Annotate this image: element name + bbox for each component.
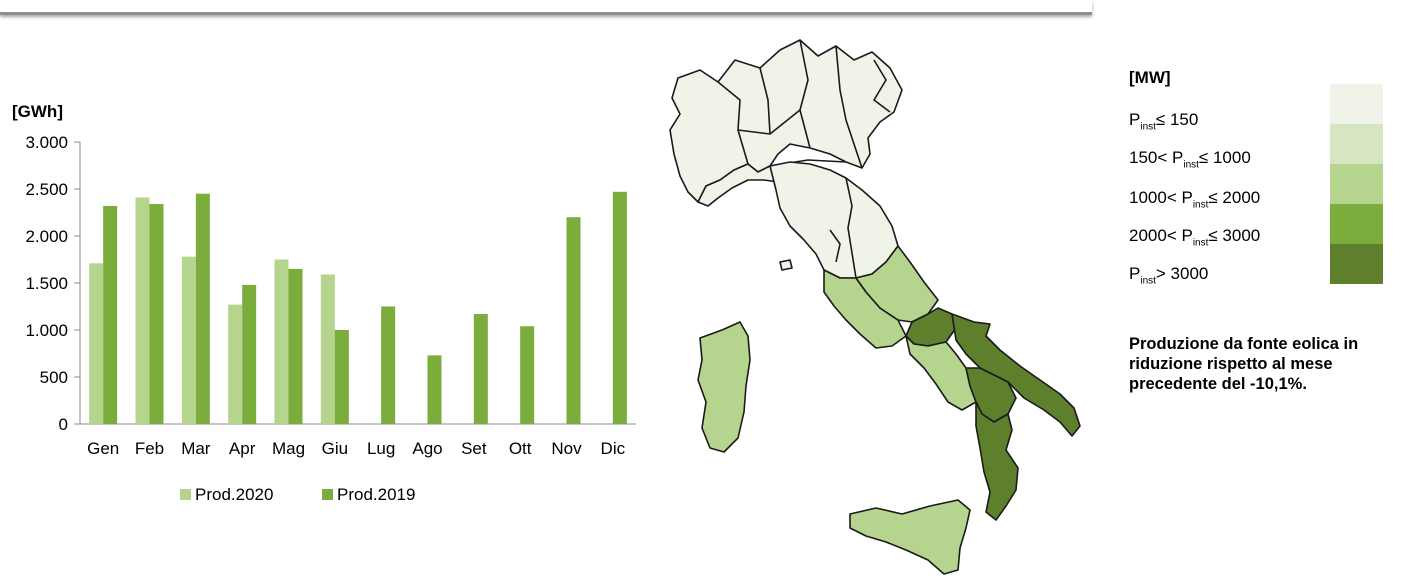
map-legend-swatch <box>1330 84 1383 124</box>
y-tick-label: 1.000 <box>25 321 68 340</box>
bar-prod-2019-feb <box>149 204 164 424</box>
bar-prod-2020-gen <box>89 263 104 424</box>
map-legend-swatch <box>1330 124 1383 164</box>
x-tick-label: Apr <box>229 439 256 458</box>
legend-item-prefix: 2000< P <box>1129 226 1193 245</box>
y-tick-label: 3.000 <box>25 133 68 152</box>
y-axis-label: [GWh] <box>12 102 63 121</box>
bar-prod-2020-mag <box>274 259 289 424</box>
map-region-sicily <box>849 499 971 575</box>
map-legend-item: 2000< Pinst≤ 3000 <box>1129 226 1260 248</box>
bar-prod-2019-giu <box>334 330 349 424</box>
x-tick-label: Gen <box>87 439 119 458</box>
map-legend-item: 1000< Pinst≤ 2000 <box>1129 188 1260 210</box>
bar-prod-2019-ago <box>427 355 442 424</box>
legend-item-subscript: inst <box>1192 237 1209 249</box>
top-banner-bar <box>0 0 1092 15</box>
bar-prod-2019-apr <box>242 284 257 424</box>
bar-prod-2019-nov <box>566 217 581 424</box>
map-legend-item: Pinst≤ 150 <box>1129 110 1198 132</box>
legend-item-range: ≤ 2000 <box>1208 188 1261 207</box>
bar-prod-2019-lug <box>381 306 396 424</box>
x-tick-label: Feb <box>135 439 164 458</box>
bar-prod-2019-dic <box>612 191 627 424</box>
legend-label: Prod.2020 <box>195 485 273 504</box>
bar-prod-2020-feb <box>135 197 150 424</box>
legend-item-subscript: inst <box>1140 121 1156 133</box>
legend-swatch-prod-2019 <box>322 489 333 500</box>
map-region-calabria <box>975 401 1019 521</box>
bar-prod-2019-mag <box>288 268 303 424</box>
map-legend-item: Pinst> 3000 <box>1129 264 1208 286</box>
x-tick-label: Mag <box>272 439 305 458</box>
map-legend-item: 150< Pinst≤ 1000 <box>1129 148 1251 170</box>
italy-map <box>669 39 1081 575</box>
map-legend-swatch <box>1330 244 1383 284</box>
map-legend-swatch <box>1330 164 1383 204</box>
legend-item-range: ≤ 3000 <box>1208 226 1261 245</box>
bar-prod-2020-mar <box>181 256 196 424</box>
legend-item-prefix: 1000< P <box>1129 188 1193 207</box>
map-legend-title: [MW] <box>1129 68 1171 87</box>
x-tick-label: Set <box>461 439 487 458</box>
legend-item-prefix: P <box>1129 110 1141 129</box>
bar-prod-2020-apr <box>228 304 243 424</box>
legend-item-prefix: P <box>1129 264 1141 283</box>
map-region-sardinia <box>697 321 751 453</box>
legend-item-range: > 3000 <box>1155 264 1209 283</box>
legend-item-subscript: inst <box>1140 275 1156 287</box>
bar-prod-2019-mar <box>195 193 210 424</box>
x-tick-label: Mar <box>181 439 211 458</box>
y-tick-label: 2.500 <box>25 180 68 199</box>
x-tick-label: Giu <box>322 439 348 458</box>
production-note: Produzione da fonte eolica in riduzione … <box>1129 335 1359 393</box>
bar-prod-2019-gen <box>103 205 118 424</box>
bar-prod-2020-giu <box>320 274 335 424</box>
y-tick-label: 500 <box>40 368 68 387</box>
legend-item-range: ≤ 150 <box>1155 110 1199 129</box>
y-tick-label: 1.500 <box>25 274 68 293</box>
legend-item-subscript: inst <box>1183 159 1199 171</box>
x-tick-label: Ott <box>509 439 532 458</box>
legend-label: Prod.2019 <box>337 485 415 504</box>
y-tick-label: 0 <box>59 415 68 434</box>
map-legend-swatch <box>1330 204 1383 244</box>
bar-prod-2019-set <box>473 314 488 424</box>
legend-item-subscript: inst <box>1192 199 1209 211</box>
bar-prod-2019-ott <box>520 326 535 424</box>
x-tick-label: Ago <box>412 439 442 458</box>
legend-swatch-prod-2020 <box>180 489 191 500</box>
legend-item-prefix: 150< P <box>1129 148 1184 167</box>
legend-item-range: ≤ 1000 <box>1198 148 1251 167</box>
x-tick-label: Nov <box>551 439 582 458</box>
x-tick-label: Dic <box>601 439 626 458</box>
y-tick-label: 2.000 <box>25 227 68 246</box>
map-region-elba <box>779 259 793 271</box>
x-tick-label: Lug <box>367 439 395 458</box>
